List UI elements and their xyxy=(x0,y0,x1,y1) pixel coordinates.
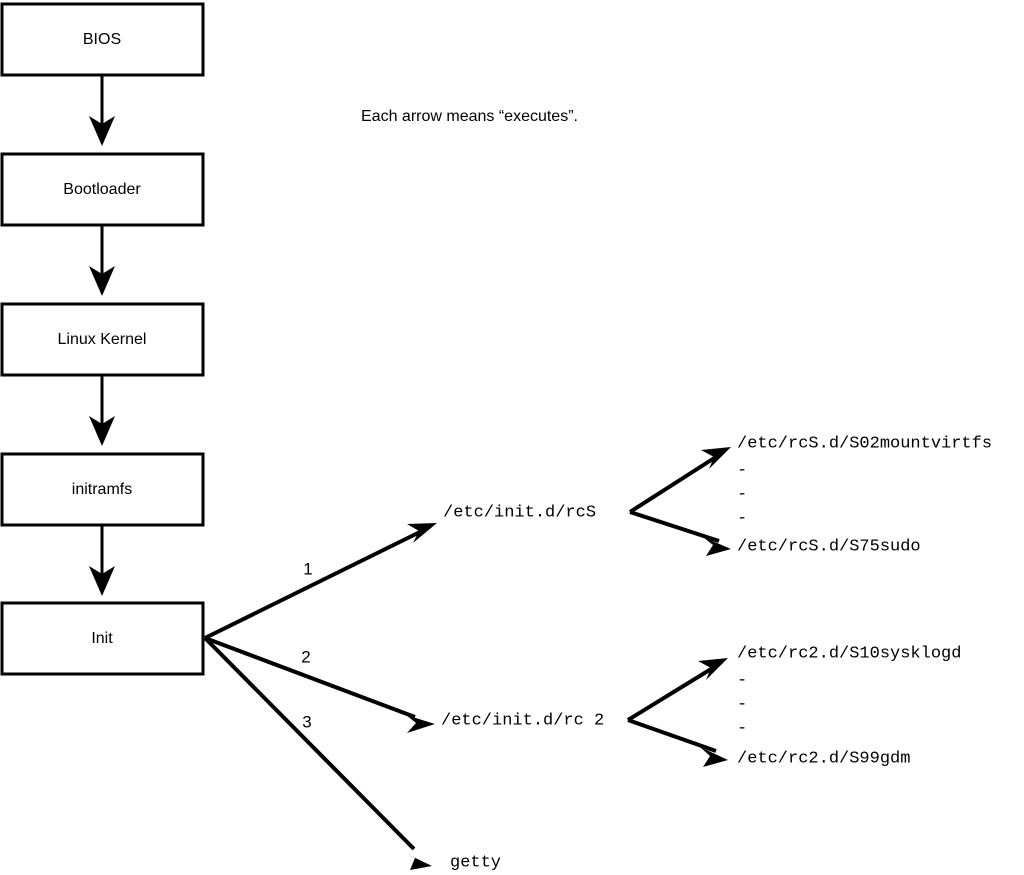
edge-rc2-to-s10sysklogd xyxy=(626,664,718,722)
edge-number-1: 1 xyxy=(303,559,312,578)
label-rc2d-ellipsis-3: - xyxy=(737,719,747,738)
arrowhead-bios-to-bootloader xyxy=(89,116,115,146)
label-etc-initd-rcs: /etc/init.d/rcS xyxy=(443,503,596,522)
box-init: Init xyxy=(0,601,205,676)
box-linux-kernel-label: Linux Kernel xyxy=(58,331,147,348)
label-rc2d-ellipsis-1: - xyxy=(737,671,747,690)
arrowhead-init-to-rcs xyxy=(407,523,437,543)
box-bootloader-label: Bootloader xyxy=(63,181,141,198)
diagram-caption: Each arrow means “executes”. xyxy=(361,108,578,125)
arrowhead-bootloader-to-kernel xyxy=(89,266,115,296)
box-linux-kernel-rect xyxy=(0,302,205,377)
box-bootloader-rect xyxy=(0,152,205,227)
box-bios: BIOS xyxy=(0,2,205,77)
label-rcsd-ellipsis-2: - xyxy=(737,485,747,504)
edge-number-3: 3 xyxy=(302,712,311,731)
label-rc2d-last: /etc/rc2.d/S99gdm xyxy=(737,749,910,768)
arrowhead-kernel-to-initramfs xyxy=(89,416,115,446)
box-linux-kernel: Linux Kernel xyxy=(0,302,205,377)
label-etc-initd-rc2: /etc/init.d/rc 2 xyxy=(441,711,604,730)
label-rc2d-ellipsis-2: - xyxy=(737,695,747,714)
box-initramfs: initramfs xyxy=(0,452,205,527)
edge-number-2: 2 xyxy=(301,647,310,666)
arrowhead-rcs-to-s02mountvirtfs xyxy=(701,447,731,469)
label-rcsd-first: /etc/rcS.d/S02mountvirtfs xyxy=(737,434,992,453)
edge-rc2-to-s99gdm xyxy=(627,718,717,753)
edge-rcs-to-s75sudo xyxy=(629,510,720,543)
arrowhead-rcs-to-s75sudo xyxy=(703,537,731,556)
label-rcsd-ellipsis-3: - xyxy=(737,509,747,528)
arrowhead-init-to-rc2 xyxy=(406,715,435,733)
edge-init-to-getty xyxy=(203,636,416,851)
edge-init-to-rc2 xyxy=(204,636,416,719)
label-getty: getty xyxy=(450,853,501,872)
label-rcsd-ellipsis-1: - xyxy=(737,461,747,480)
arrowhead-init-to-getty xyxy=(405,853,432,870)
box-init-rect xyxy=(0,601,205,676)
arrowhead-rc2-to-s99gdm xyxy=(700,747,728,767)
box-bootloader: Bootloader xyxy=(0,152,205,227)
box-bios-label: BIOS xyxy=(83,31,121,48)
box-initramfs-label: initramfs xyxy=(72,481,132,498)
box-init-label: Init xyxy=(91,630,113,647)
box-bios-rect xyxy=(0,2,205,77)
arrowhead-initramfs-to-init xyxy=(89,566,115,596)
label-rc2d-first: /etc/rc2.d/S10sysklogd xyxy=(737,644,961,663)
label-rcsd-last: /etc/rcS.d/S75sudo xyxy=(737,537,921,556)
arrowhead-rc2-to-s10sysklogd xyxy=(698,658,728,680)
edge-init-to-rcs xyxy=(204,526,429,640)
box-initramfs-rect xyxy=(0,452,205,527)
edge-rcs-to-s02mountvirtfs xyxy=(628,453,721,514)
